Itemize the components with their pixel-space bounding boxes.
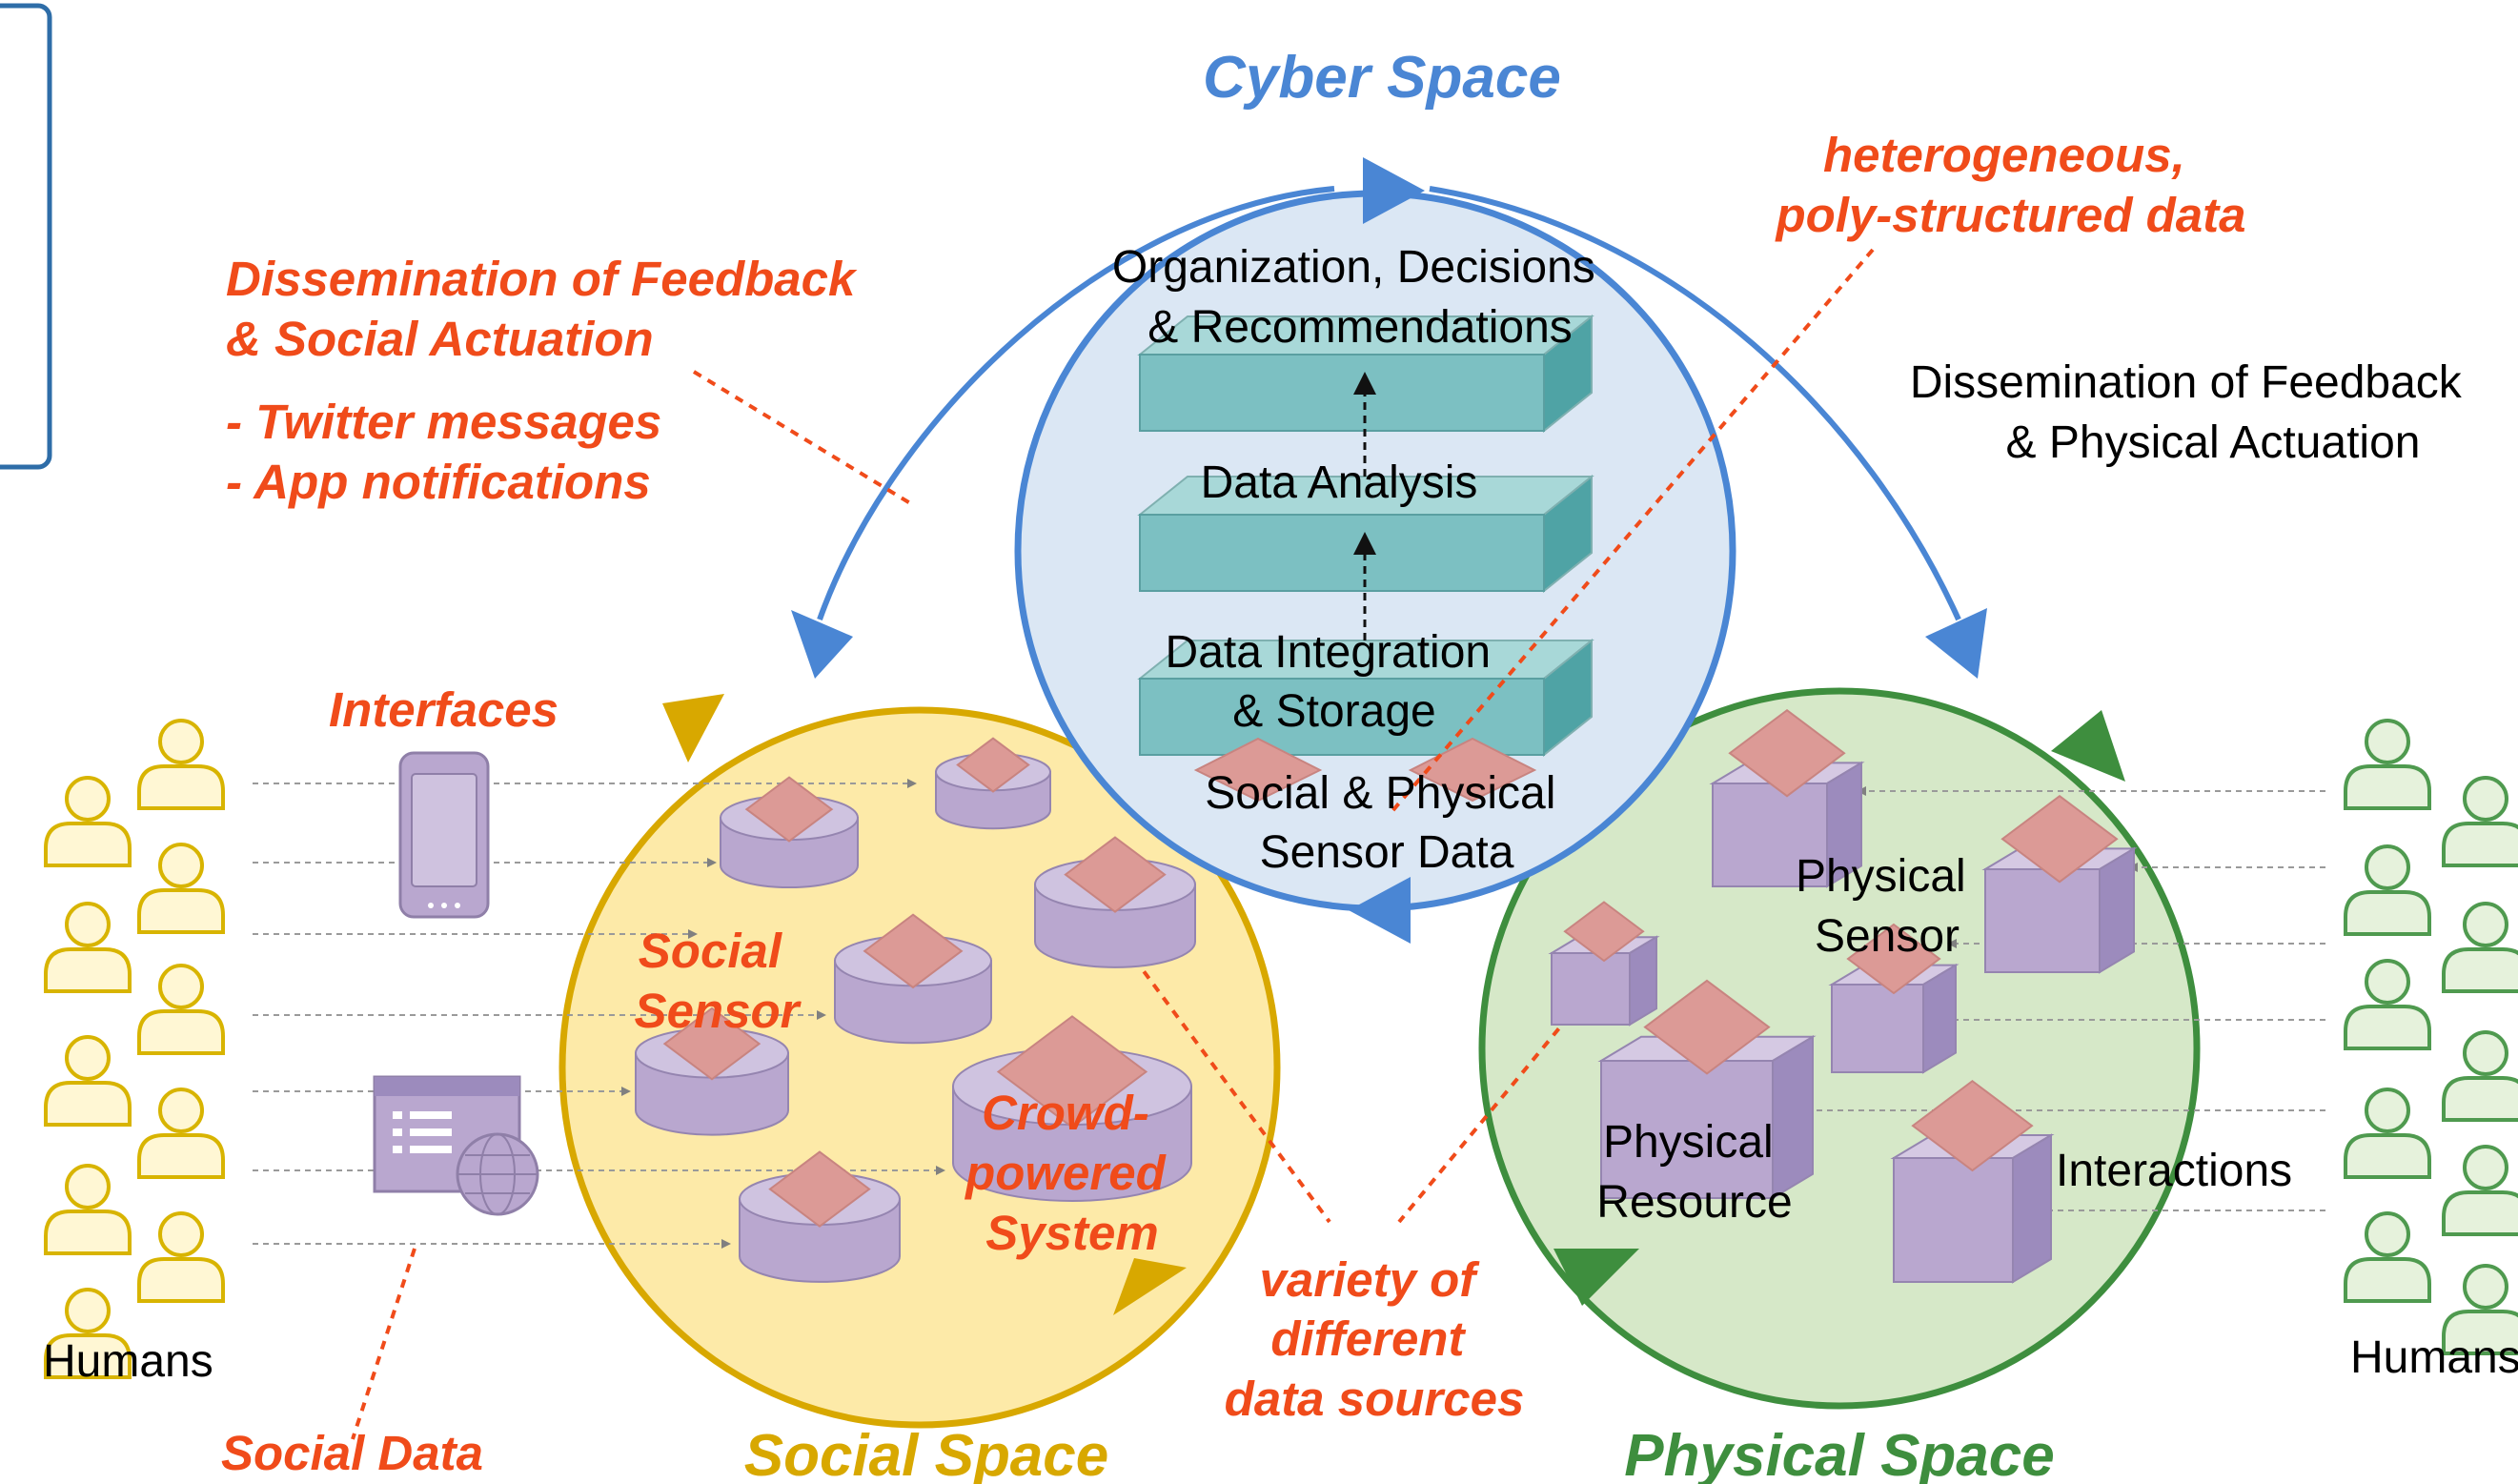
data-diamond [2000, 794, 2119, 884]
data-diamond [662, 1006, 761, 1081]
data-diamond [996, 1015, 1148, 1128]
human-icon [137, 719, 225, 810]
social-cycle-arrowhead-bottom [1113, 1258, 1187, 1315]
smartphone-icon [398, 751, 490, 919]
physical-feedback-arrowhead [1925, 608, 1987, 679]
cyber-space-title: Cyber Space [1203, 45, 1561, 111]
human-icon [2442, 902, 2518, 993]
physical-sensor-cube [1981, 794, 2138, 974]
physical-sensor-cube [1597, 979, 1817, 1200]
humans-right-label: Humans [2350, 1332, 2518, 1383]
human-icon [44, 1288, 132, 1379]
human-icon [2344, 1088, 2431, 1179]
variety-data-sources-annotation: variety of different data sources [1225, 1252, 1525, 1426]
physical-resource-label: Physical Resource [1596, 1117, 1792, 1228]
organization-decisions-label: Organization, Decisions & Recommendation… [1112, 242, 1608, 353]
crowd-powered-system-annotation: Crowd- powered System [964, 1086, 1179, 1260]
cyber-stack [1137, 314, 1594, 803]
human-icon [2442, 1145, 2518, 1236]
input-arrows [253, 779, 2325, 1249]
humans-left-label: Humans [43, 1336, 213, 1387]
human-icon [2344, 1211, 2431, 1303]
physical-feedback-annotation: Dissemination of Feedback & Physical Act… [1910, 357, 2474, 468]
data-diamond [1911, 1080, 2034, 1172]
cyber-cycle-arrowhead-top [1363, 157, 1425, 224]
social-feedback-arrowhead [791, 610, 853, 679]
human-icon [44, 902, 132, 993]
physical-sensor-cube [1828, 923, 1960, 1074]
data-analysis-label: Data Analysis [1201, 457, 1478, 508]
cyber-cycle-arrowhead-bottom [1349, 877, 1411, 944]
data-diamond [744, 776, 834, 843]
human-icon [2442, 776, 2518, 867]
human-icon [137, 1088, 225, 1179]
annotation-connectors [351, 248, 1875, 1440]
humans-left-group [44, 719, 225, 1379]
social-feedback-annotation: Dissemination of Feedback & Social Actua… [226, 252, 869, 366]
social-sensor-cylinder [952, 1015, 1192, 1202]
human-icon [44, 1035, 132, 1127]
human-icon [2344, 719, 2431, 810]
sensor-data-diamond [1193, 737, 1323, 803]
partial-frame-box [0, 3, 52, 470]
social-sensor-cylinder [935, 737, 1051, 830]
social-sensor-annotation: Social Sensor [635, 924, 802, 1038]
physical-cycle-arrowhead-bottom [1553, 1249, 1639, 1306]
social-space-title: Social Space [744, 1423, 1109, 1484]
social-sensor-cylinder [739, 1150, 901, 1283]
data-diamond [863, 913, 964, 989]
web-app-icon [373, 1075, 539, 1216]
data-diamond [1846, 923, 1941, 995]
human-icon [2442, 1030, 2518, 1122]
data-diamond [1643, 979, 1771, 1075]
layer-analysis-block [1137, 474, 1594, 594]
physical-feedback-arrow [1429, 186, 1961, 621]
social-sensor-cylinder [834, 913, 992, 1045]
physical-sensor-cube [1548, 901, 1660, 1027]
social-cycle-arrowhead-top [662, 694, 724, 762]
sensor-data-label: Social & Physical Sensor Data [1205, 768, 1569, 878]
human-icon [137, 1211, 225, 1303]
data-integration-label: Data Integration & Storage [1166, 627, 1504, 737]
interactions-label: Interactions [2056, 1146, 2292, 1196]
physical-sensor-cube [1890, 1080, 2055, 1284]
data-diamond [956, 737, 1030, 793]
human-icon [137, 843, 225, 934]
layer-organization-block [1137, 314, 1594, 434]
social-sensor-cylinder [720, 776, 859, 889]
social-data-annotation: Social Data [221, 1426, 483, 1480]
human-icon [2344, 959, 2431, 1050]
data-diamond [1563, 901, 1645, 963]
physical-sensor-label: Physical Sensor [1796, 851, 1979, 962]
physical-cycle-arrowhead-top [2051, 710, 2125, 782]
human-icon [137, 964, 225, 1055]
data-diamond [1064, 836, 1167, 913]
human-icon [44, 776, 132, 867]
social-channels-annotation: - Twitter messages - App notifications [226, 395, 675, 509]
human-icon [2442, 1264, 2518, 1355]
interfaces-annotation: Interfaces [329, 682, 558, 737]
data-diamond [1728, 708, 1846, 798]
data-diamond [768, 1150, 871, 1228]
physical-space-title: Physical Space [1624, 1423, 2055, 1484]
physical-sensors [1548, 708, 2138, 1284]
heterogeneous-data-annotation: heterogeneous, poly-structured data [1774, 128, 2245, 242]
physical-sensor-cube [1709, 708, 1865, 888]
humans-right-group [2344, 719, 2518, 1355]
human-icon [2344, 844, 2431, 936]
social-sensors [635, 737, 1196, 1283]
sensor-data-diamond [1408, 737, 1537, 803]
social-sensor-cylinder [635, 1006, 789, 1136]
social-sensor-cylinder [1034, 836, 1196, 968]
social-feedback-arrow [817, 186, 1335, 621]
human-icon [44, 1164, 132, 1255]
